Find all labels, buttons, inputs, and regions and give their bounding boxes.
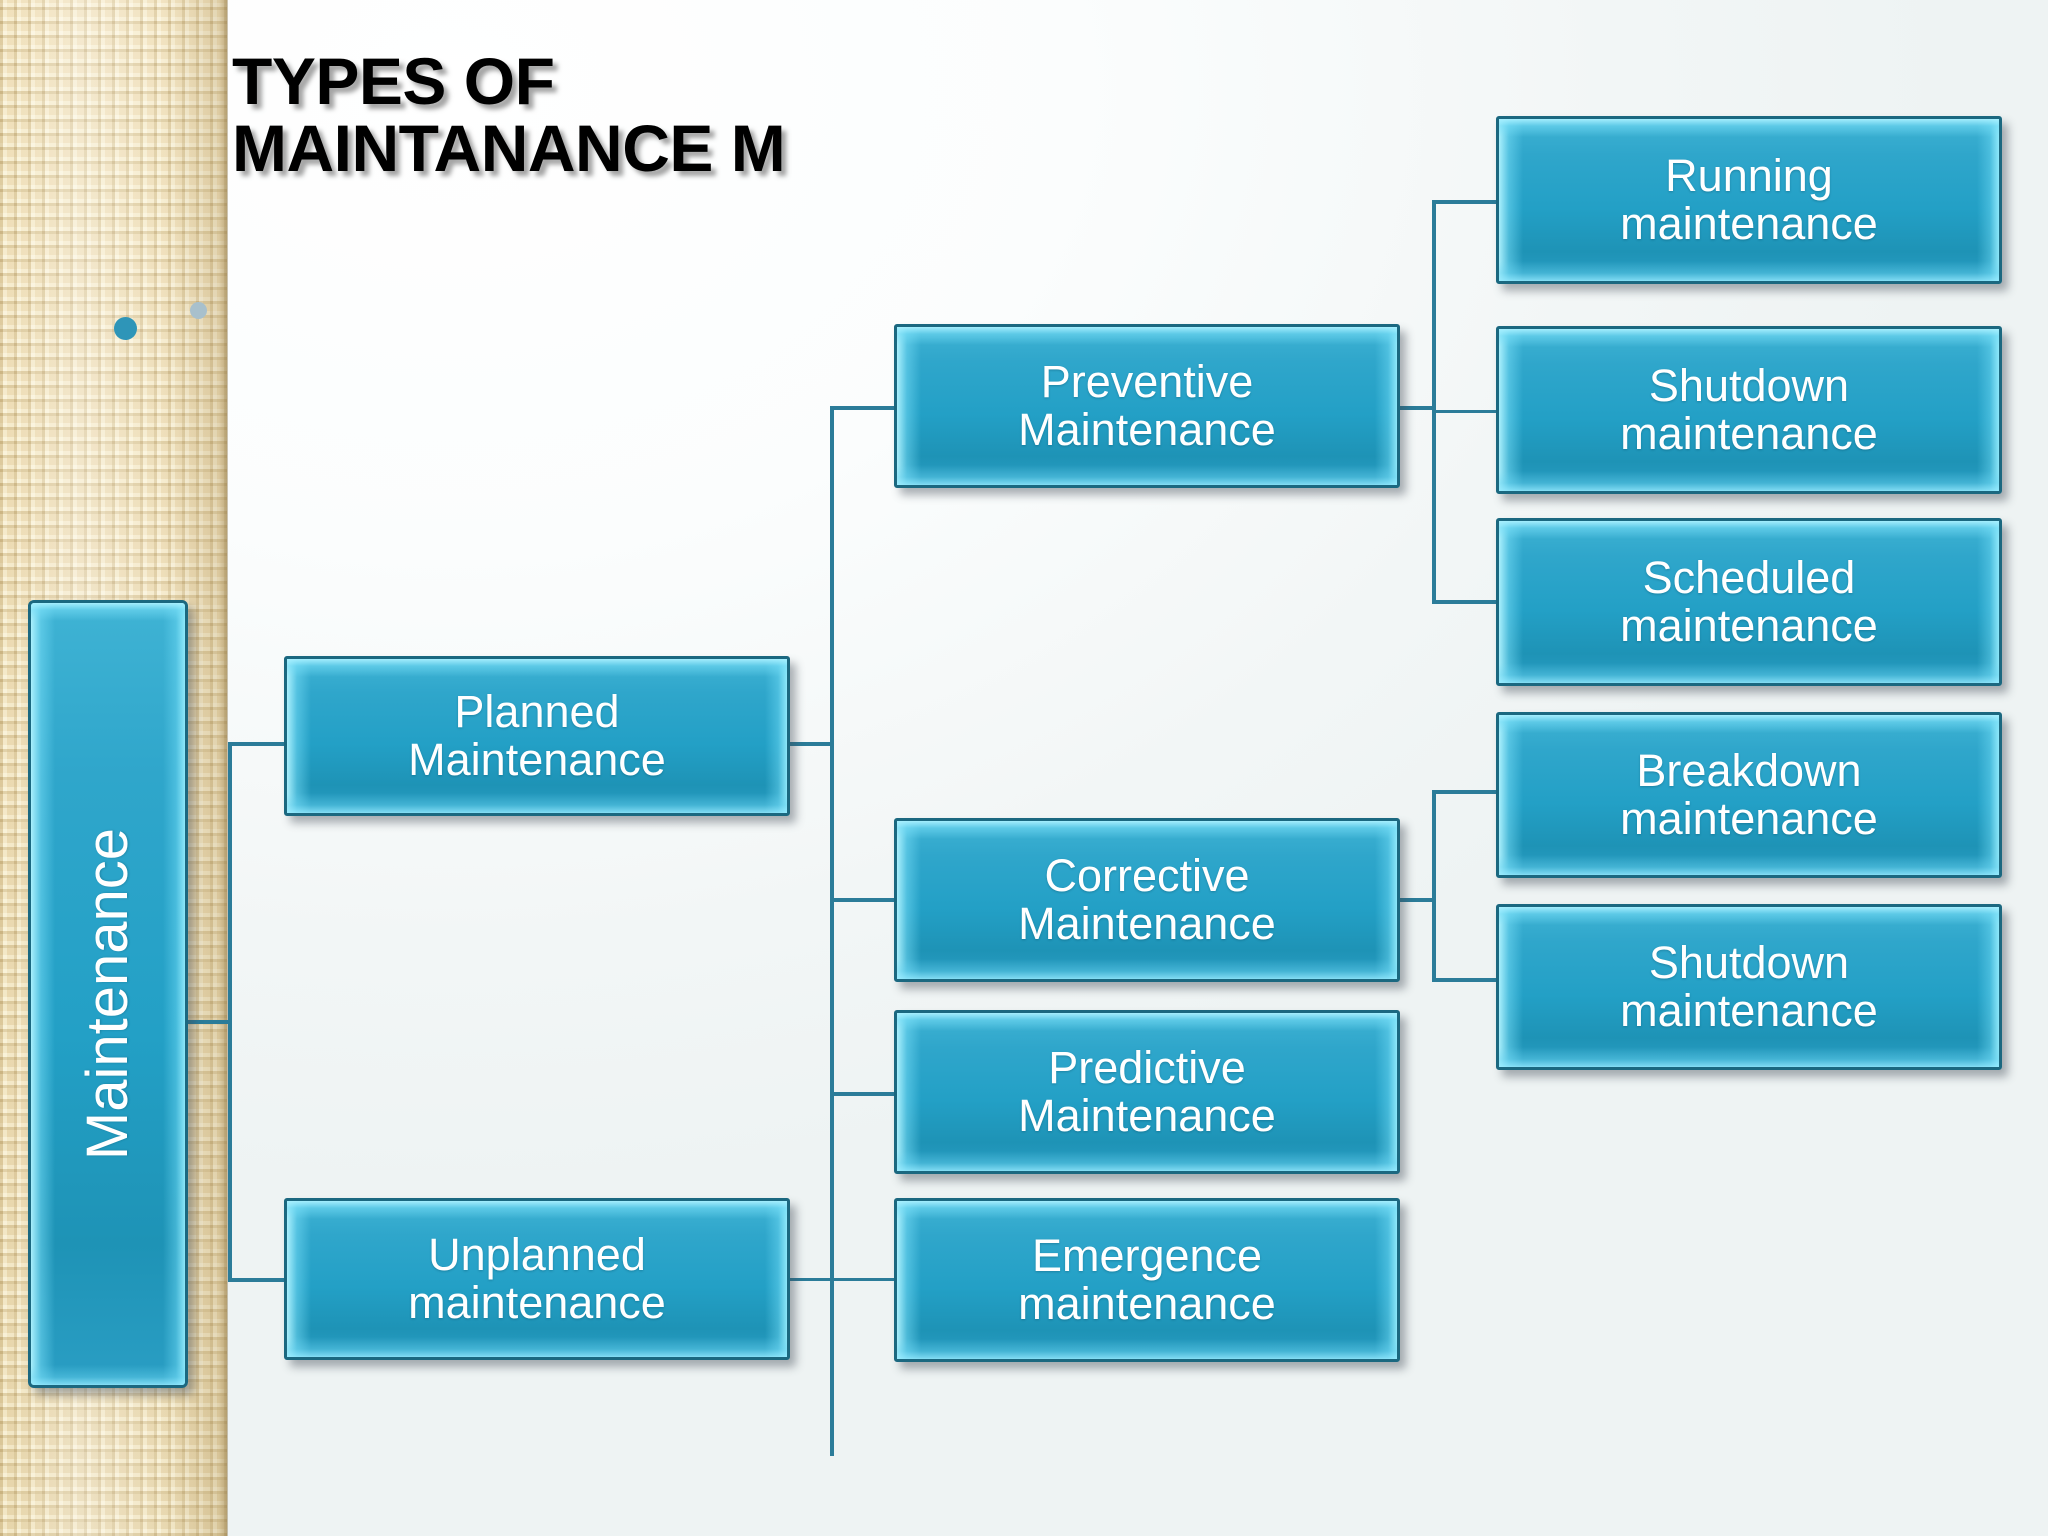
connector-unplanned-to-emergence	[788, 1278, 898, 1281]
node-unplanned-maintenance[interactable]: Unplanned maintenance	[284, 1198, 790, 1360]
sidebar-edge-shadow	[219, 0, 228, 1536]
node-label: Corrective Maintenance	[1018, 849, 1276, 949]
connector-root-to-planned	[228, 742, 284, 746]
node-label: Emergence maintenance	[1018, 1229, 1276, 1329]
node-scheduled-maintenance[interactable]: Scheduled maintenance	[1496, 518, 2002, 686]
gray-bullet-icon	[190, 302, 207, 319]
node-label: Preventive Maintenance	[1018, 355, 1276, 455]
connector-planned-to-corrective	[830, 898, 896, 902]
node-label: Shutdown maintenance	[1620, 936, 1878, 1036]
node-shutdown-maintenance-corrective[interactable]: Shutdown maintenance	[1496, 904, 2002, 1070]
teal-bullet-icon	[114, 317, 137, 340]
node-maintenance-root[interactable]: Maintenance	[28, 600, 188, 1388]
connector-preventive-to-scheduled	[1432, 600, 1500, 604]
node-shutdown-maintenance-preventive[interactable]: Shutdown maintenance	[1496, 326, 2002, 494]
connector-preventive-to-running	[1432, 200, 1500, 204]
connector-root-to-unplanned	[228, 1278, 284, 1282]
node-preventive-maintenance[interactable]: Preventive Maintenance	[894, 324, 1400, 488]
connector-corrective-trunk	[1432, 790, 1436, 982]
node-label: Unplanned maintenance	[408, 1228, 666, 1328]
node-planned-maintenance[interactable]: Planned Maintenance	[284, 656, 790, 816]
connector-root-trunk	[228, 742, 232, 1282]
node-label: Maintenance	[74, 827, 140, 1161]
node-breakdown-maintenance[interactable]: Breakdown maintenance	[1496, 712, 2002, 878]
page-title: TYPES OF MAINTANANCE M	[232, 44, 786, 186]
connector-corrective-to-breakdown	[1432, 790, 1500, 794]
node-label: Predictive Maintenance	[1018, 1041, 1276, 1141]
node-emergence-maintenance[interactable]: Emergence maintenance	[894, 1198, 1400, 1362]
connector-preventive-to-shutdown	[1432, 410, 1500, 413]
node-label: Shutdown maintenance	[1620, 359, 1878, 459]
node-label: Scheduled maintenance	[1620, 551, 1878, 651]
connector-planned-to-predictive	[830, 1092, 896, 1096]
connector-root-stub	[186, 1020, 232, 1024]
connector-planned-to-preventive	[830, 406, 896, 410]
connector-preventive-trunk	[1432, 200, 1436, 604]
connector-corrective-stub	[1396, 898, 1436, 902]
node-label: Planned Maintenance	[408, 685, 666, 785]
node-label: Breakdown maintenance	[1620, 744, 1878, 844]
connector-planned-trunk	[830, 406, 834, 1456]
connector-corrective-to-shutdown	[1432, 978, 1500, 982]
node-label: Running maintenance	[1620, 149, 1878, 249]
node-corrective-maintenance[interactable]: Corrective Maintenance	[894, 818, 1400, 982]
node-running-maintenance[interactable]: Running maintenance	[1496, 116, 2002, 284]
connector-preventive-stub	[1396, 406, 1436, 410]
connector-planned-stub	[788, 742, 834, 746]
node-predictive-maintenance[interactable]: Predictive Maintenance	[894, 1010, 1400, 1174]
